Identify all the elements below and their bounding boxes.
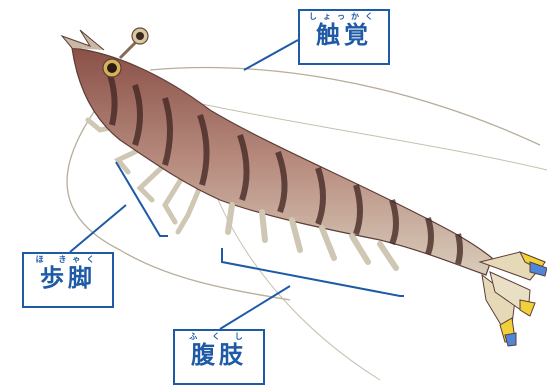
eye-stalk (120, 28, 148, 58)
swimming-pointer (220, 286, 290, 329)
rostrum (62, 30, 104, 50)
walking-bracket (116, 162, 168, 236)
walking-legs-term: 歩脚 (24, 265, 112, 291)
swimming-legs-label: ふ く し 腹肢 (173, 329, 265, 385)
walking-legs-label: ほ きゃく 歩脚 (22, 252, 114, 308)
antenna-pointer (244, 40, 298, 70)
swimming-legs-term: 腹肢 (175, 342, 263, 368)
eye (103, 59, 121, 77)
antenna-term: 触覚 (300, 22, 388, 48)
walking-pointer (70, 205, 126, 252)
antenna-label: しょっかく 触覚 (298, 9, 390, 65)
tail-fan (480, 252, 547, 346)
